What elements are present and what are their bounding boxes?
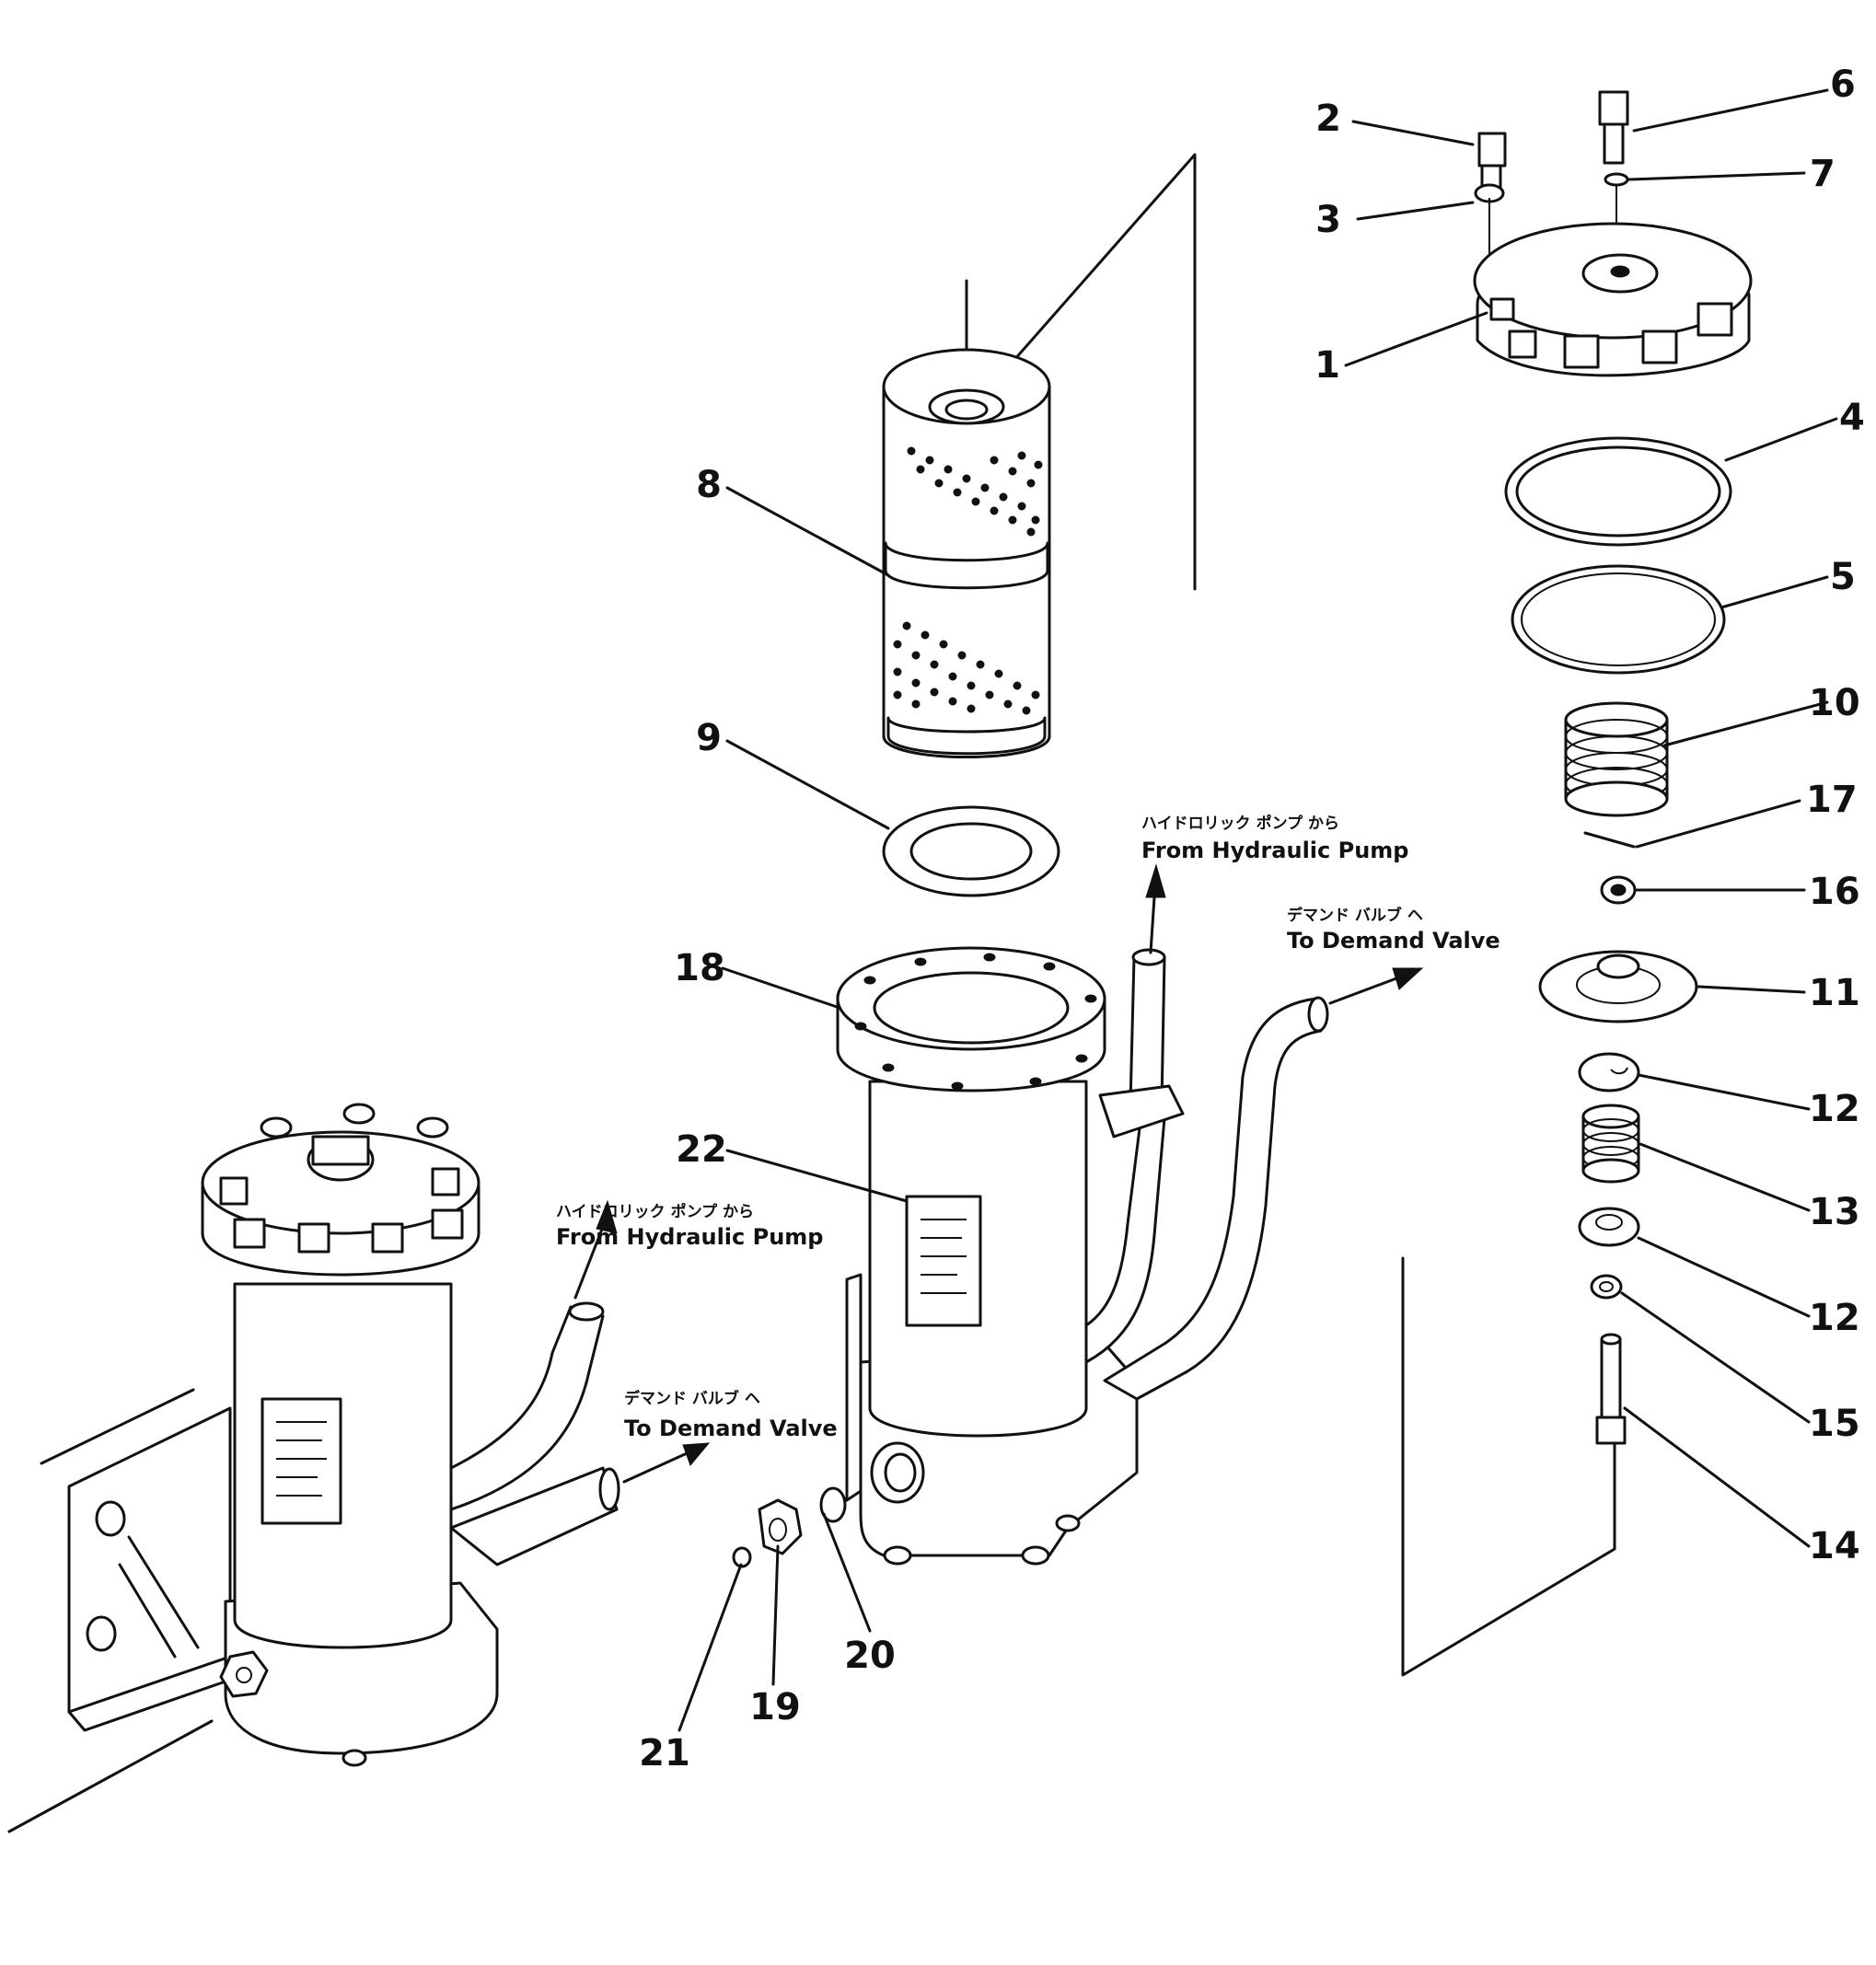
callout-5: 5: [1830, 556, 1856, 598]
callout-11: 11: [1809, 972, 1860, 1014]
bolt-2-head: [1477, 132, 1507, 168]
to-valve-jp-upper: デマンド バルブ ヘ: [1287, 906, 1423, 925]
callout-16: 16: [1809, 871, 1860, 913]
filter-body-18: [836, 863, 1424, 1566]
flow-labels: ハイドロリック ポンプ から From Hydraulic Pump デマンド …: [556, 814, 1500, 1441]
o-ring-20: [819, 1486, 847, 1523]
callout-1: 1: [1314, 344, 1340, 387]
spring-10: [1564, 701, 1669, 817]
from-pump-jp-lower: ハイドロリック ポンプ から: [556, 1202, 754, 1221]
seal-ring-9: [882, 805, 1060, 897]
to-valve-jp-lower: デマンド バルブ ヘ: [624, 1389, 760, 1408]
filter-element-8: [882, 348, 1051, 758]
washer-21: [732, 1546, 752, 1568]
from-pump-en-upper: From Hydraulic Pump: [1141, 838, 1408, 863]
callout-19: 19: [749, 1686, 801, 1728]
callout-4: 4: [1839, 397, 1865, 439]
exploded-axis-lines: [965, 153, 1616, 1677]
callout-17: 17: [1806, 779, 1858, 821]
port-fittings: [732, 1486, 847, 1568]
callout-9: 9: [696, 717, 722, 759]
callout-numbers: 1 2 3 4 5 6 7 8 9 10 11 12 12 13 14 15 1…: [639, 64, 1865, 1774]
callout-22: 22: [676, 1128, 727, 1171]
callout-20: 20: [844, 1635, 896, 1677]
callout-13: 13: [1809, 1191, 1860, 1233]
bolt-6-head: [1598, 90, 1629, 126]
installed-filter-assembly: [7, 1103, 711, 1833]
plug-19: [758, 1498, 803, 1555]
spring-13: [1581, 1104, 1640, 1184]
callout-7: 7: [1810, 153, 1835, 195]
from-pump-jp-upper: ハイドロリック ポンプ から: [1141, 814, 1339, 833]
callout-8: 8: [696, 464, 722, 506]
from-pump-en-lower: From Hydraulic Pump: [556, 1224, 823, 1250]
callout-12-lower: 12: [1809, 1297, 1860, 1339]
callout-10: 10: [1809, 682, 1860, 724]
perforation-pattern: [893, 446, 1043, 715]
callout-3: 3: [1315, 199, 1341, 241]
callout-6: 6: [1830, 64, 1856, 106]
callout-2: 2: [1315, 98, 1341, 140]
cover-stack: [1473, 90, 1753, 1445]
leader-lines: [677, 88, 1838, 1732]
to-valve-en-lower: To Demand Valve: [624, 1416, 838, 1441]
callout-15: 15: [1809, 1403, 1860, 1445]
to-valve-en-upper: To Demand Valve: [1287, 928, 1500, 954]
callout-14: 14: [1809, 1525, 1860, 1567]
callout-18: 18: [674, 947, 725, 989]
callout-21: 21: [639, 1732, 690, 1774]
callout-12: 12: [1809, 1088, 1860, 1130]
